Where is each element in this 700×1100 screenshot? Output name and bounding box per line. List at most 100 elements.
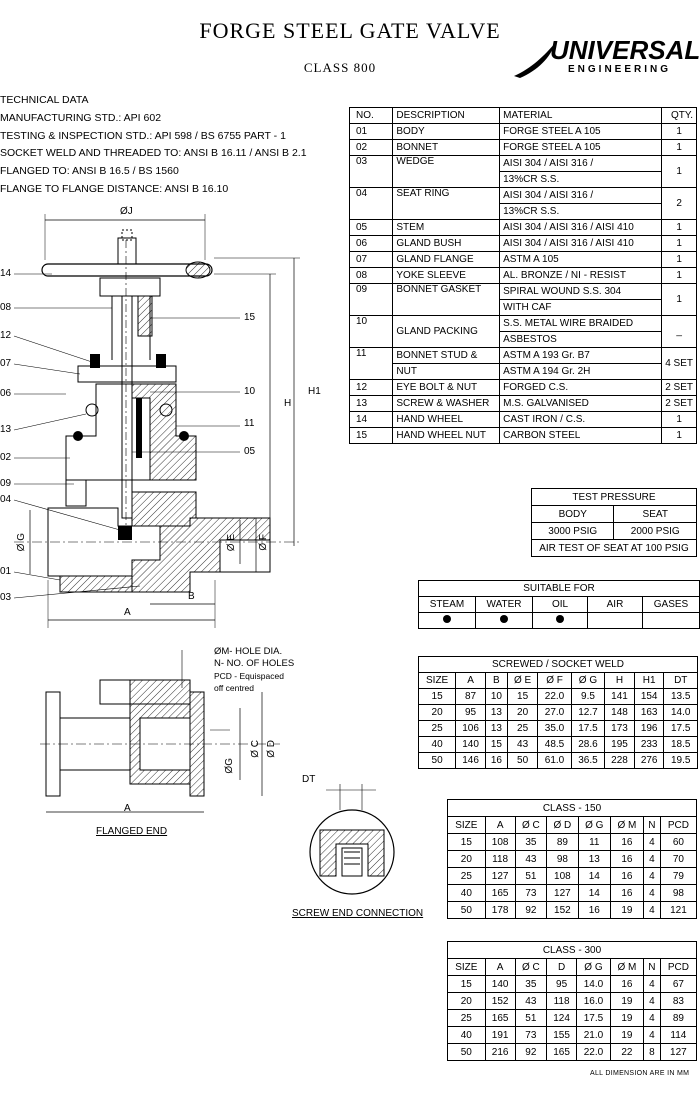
column-header: SIZE — [447, 816, 486, 834]
suitable-dot-icon — [556, 615, 565, 623]
table-cell: 19 — [609, 1026, 644, 1044]
column-header: GASES — [641, 596, 700, 613]
table-cell: 148 — [604, 704, 635, 721]
table-cell: 155 — [546, 1026, 578, 1044]
table-cell: 233 — [633, 736, 665, 753]
part-description: STEM — [392, 219, 501, 236]
table-row: AIR TEST OF SEAT AT 100 PSIG — [531, 539, 697, 557]
table-cell: 18.5 — [663, 736, 698, 753]
table-cell: 40 — [417, 736, 457, 753]
dim-dt-label: DT — [302, 774, 316, 785]
table-cell: 15 — [484, 736, 508, 753]
table-row: 08 YOKE SLEEVE AL. BRONZE / NI - RESIST … — [348, 267, 697, 284]
column-header: DT — [663, 672, 698, 689]
dim-g-label: Ø G — [16, 533, 27, 552]
part-number: 03 — [348, 155, 394, 188]
column-header: H — [604, 672, 635, 689]
table-cell: 16 — [609, 884, 644, 902]
table-cell: 98 — [659, 884, 698, 902]
part-qty: 2 SET — [661, 395, 697, 412]
table-cell: 73 — [514, 884, 548, 902]
table-cell: 4 — [642, 850, 661, 868]
column-header: SIZE — [447, 958, 486, 976]
table-cell: 16 — [577, 901, 611, 919]
bill-of-materials-table: NO. DESCRIPTION MATERIAL QTY. 01 BODY FO… — [348, 107, 697, 444]
technical-data: TECHNICAL DATA MANUFACTURING STD.: API 6… — [0, 92, 307, 199]
table-cell: 276 — [633, 752, 665, 769]
table-cell: 152 — [484, 992, 516, 1010]
page-subtitle: CLASS 800 — [303, 60, 377, 75]
table-cell: 17.5 — [663, 720, 698, 737]
part-qty: _ — [661, 315, 697, 348]
valve-section-drawing — [13, 214, 300, 628]
dim-f-label: Ø F — [258, 534, 269, 551]
table-cell: 195 — [604, 736, 635, 753]
table-cell: 13 — [577, 850, 611, 868]
table-cell: 48.5 — [537, 736, 572, 753]
column-header: Ø M — [609, 816, 644, 834]
column-header: SEAT — [613, 505, 697, 523]
dim-c-label: Ø C — [250, 740, 261, 758]
table-cell: 15 — [417, 688, 457, 705]
table-cell: 50 — [447, 1043, 486, 1061]
column-header: D — [546, 958, 578, 976]
suitability-cell — [474, 612, 534, 629]
callout-06: 06 — [0, 388, 12, 399]
suitable-dot-icon — [500, 615, 509, 623]
dim-d-label: Ø D — [266, 740, 277, 758]
table-cell: 121 — [659, 901, 698, 919]
column-header: WATER — [474, 596, 534, 613]
table-cell: 50 — [506, 752, 539, 769]
table-cell: 108 — [484, 833, 516, 851]
table-cell: 51 — [514, 867, 548, 885]
callout-01: 01 — [0, 566, 12, 577]
table-cell: 27.0 — [537, 704, 572, 721]
part-number: 08 — [348, 267, 394, 284]
column-header: Ø F — [537, 672, 572, 689]
part-qty: 1 — [661, 155, 697, 188]
table-header-row: SUITABLE FOR — [418, 580, 700, 597]
part-description: BONNET STUD & — [392, 347, 501, 364]
column-header: DESCRIPTION — [392, 107, 501, 124]
callout-15: 15 — [244, 312, 256, 323]
table-row: 13 SCREW & WASHER M.S. GALVANISED 2 SET — [348, 395, 697, 412]
part-description: GLAND FLANGE — [392, 251, 501, 268]
table-cell: 19 — [609, 901, 644, 919]
column-header: Ø C — [514, 816, 548, 834]
table-header-row: STEAM WATER OIL AIR GASES — [418, 596, 700, 613]
table-cell: 15 — [506, 688, 539, 705]
table-cell: 35.0 — [537, 720, 572, 737]
part-description: NUT — [392, 363, 501, 380]
part-qty: 1 — [661, 283, 697, 316]
column-header: AIR — [586, 596, 643, 613]
table-row: 04 SEAT RING AISI 304 / AISI 316 / 2 — [348, 187, 697, 220]
suitable-for-table: SUITABLE FOR STEAM WATER OIL AIR GASES — [418, 580, 700, 629]
table-cell: 8 — [642, 1043, 661, 1061]
table-cell: 165 — [484, 884, 516, 902]
table-cell: 22.0 — [537, 688, 572, 705]
part-material: AISI 304 / AISI 316 / — [499, 187, 663, 204]
table-row: 01 BODY FORGE STEEL A 105 1 — [348, 123, 697, 140]
table-cell: 25 — [447, 1009, 486, 1027]
table-cell: 13.5 — [663, 688, 698, 705]
table-cell: 4 — [642, 867, 661, 885]
table-cell: 79 — [659, 867, 698, 885]
column-header: N — [642, 816, 661, 834]
technical-data-line: FLANGE TO FLANGE DISTANCE: ANSI B 16.10 — [0, 182, 229, 195]
part-number: 06 — [348, 235, 394, 252]
screw-end-caption: SCREW END CONNECTION — [292, 908, 424, 919]
table-row: 09 BONNET GASKET SPIRAL WOUND S.S. 304 1 — [348, 283, 697, 316]
table-cell: 21.0 — [576, 1026, 611, 1044]
part-material: ASTM A 194 Gr. 2H — [499, 363, 663, 380]
part-description: YOKE SLEEVE — [392, 267, 501, 284]
table-cell: 118 — [484, 850, 516, 868]
table-cell: 173 — [604, 720, 635, 737]
table-cell: 36.5 — [570, 752, 606, 769]
